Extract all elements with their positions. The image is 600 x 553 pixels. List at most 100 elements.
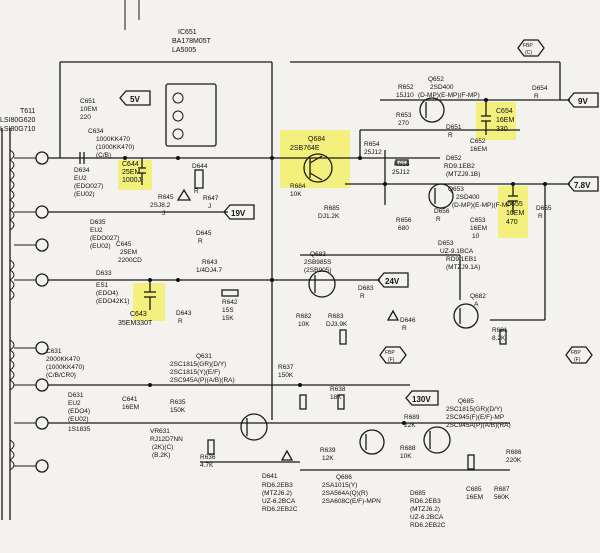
svg-text:Q684: Q684 xyxy=(308,136,325,143)
svg-text:(F): (F) xyxy=(574,357,581,363)
svg-text:(1000KK470): (1000KK470) xyxy=(46,364,84,371)
highlight-c643 xyxy=(133,283,165,321)
svg-text:R647: R647 xyxy=(203,195,219,202)
svg-text:R683: R683 xyxy=(328,313,344,320)
svg-text:1/4DJ4.7: 1/4DJ4.7 xyxy=(196,267,222,274)
label-c644: C644 25EM 1000J xyxy=(122,161,141,184)
label-r637: R637 150K xyxy=(278,364,294,379)
label-c634: C634 1000KK470 (1000KK470) (C/B) xyxy=(88,128,134,159)
label-d683: D683 R xyxy=(358,285,374,300)
passive-symbols xyxy=(79,100,518,470)
svg-text:(EDO4): (EDO4) xyxy=(96,290,118,297)
svg-text:(EU02): (EU02) xyxy=(68,416,89,423)
svg-text:UZ-6.2BCA: UZ-6.2BCA xyxy=(262,498,296,505)
svg-text:RJ12D7NN: RJ12D7NN xyxy=(150,436,183,443)
label-r689: R689 22K xyxy=(404,414,420,429)
svg-text:R685: R685 xyxy=(324,205,340,212)
highlight-c644 xyxy=(118,160,152,190)
svg-text:150K: 150K xyxy=(170,407,186,414)
label-d631: D631 EU2 (EDO4) (EU02) 1S1835 xyxy=(68,392,91,433)
transformer-t611 xyxy=(1,128,15,520)
svg-text:D631: D631 xyxy=(68,392,84,399)
label-r681: R681 8.2K xyxy=(492,327,508,342)
label-q684: Q684 2SB764E xyxy=(290,136,325,152)
svg-text:VR631: VR631 xyxy=(150,428,170,435)
svg-text:16EM: 16EM xyxy=(506,210,524,217)
label-d654: D654 R xyxy=(532,85,548,100)
svg-text:D655: D655 xyxy=(536,205,552,212)
label-c645: C645 25EM 2200CD xyxy=(116,241,142,264)
svg-text:Q686: Q686 xyxy=(336,474,352,481)
transformer-part1: LSI80G620 xyxy=(0,117,36,124)
svg-text:EU2: EU2 xyxy=(74,175,87,182)
svg-text:(B.2K): (B.2K) xyxy=(152,452,170,459)
svg-text:25EM: 25EM xyxy=(120,249,137,256)
transistor-q631 xyxy=(240,413,268,441)
svg-text:D685: D685 xyxy=(410,490,426,497)
label-d655: D655 R xyxy=(536,205,552,220)
svg-text:R: R xyxy=(448,132,453,139)
svg-text:C645: C645 xyxy=(116,241,132,248)
rail-9v: 9V xyxy=(567,92,599,108)
svg-text:2SC1815(GR)(D/Y): 2SC1815(GR)(D/Y) xyxy=(446,406,502,413)
label-r654: R654 25J12 xyxy=(364,141,382,156)
label-q631: Q631 2SC1815(GR)(D/Y) 2SC1815(Y)(E/F) 2S… xyxy=(170,353,235,384)
svg-text:25EM: 25EM xyxy=(122,169,140,176)
svg-text:2SD400: 2SD400 xyxy=(456,194,480,201)
label-r688: R688 10K xyxy=(400,445,416,460)
svg-text:12K: 12K xyxy=(322,455,334,462)
svg-text:UZ-6.2BCA: UZ-6.2BCA xyxy=(410,514,444,521)
svg-text:25J12: 25J12 xyxy=(392,169,410,176)
svg-text:R689: R689 xyxy=(404,414,420,421)
svg-text:R653: R653 xyxy=(396,112,412,119)
svg-text:EU2: EU2 xyxy=(90,227,103,234)
svg-text:5V: 5V xyxy=(130,95,140,104)
label-c643: C643 35EM330T xyxy=(118,311,153,327)
label-c641: C641 16EM xyxy=(122,396,139,411)
svg-text:15S: 15S xyxy=(222,307,234,314)
highlight-q684 xyxy=(280,130,350,188)
svg-text:D651: D651 xyxy=(446,124,462,131)
svg-text:R654: R654 xyxy=(364,141,380,148)
transistor-q684 xyxy=(303,153,333,183)
svg-text:220K: 220K xyxy=(506,457,522,464)
svg-text:D635: D635 xyxy=(90,219,106,226)
svg-text:D643: D643 xyxy=(176,310,192,317)
svg-text:D633: D633 xyxy=(96,270,112,277)
rail-5v: 5V xyxy=(119,90,151,106)
label-r682: R682 10K xyxy=(296,313,312,328)
label-r687: R687 560K xyxy=(494,486,510,501)
svg-text:R: R xyxy=(402,325,407,332)
svg-text:2SB985S: 2SB985S xyxy=(304,259,332,266)
svg-text:RD9.1EB1: RD9.1EB1 xyxy=(446,256,477,263)
svg-text:2SA608C(E/F)-MPN: 2SA608C(E/F)-MPN xyxy=(322,498,381,505)
label-r653: R653 270 xyxy=(396,112,412,127)
svg-text:(F): (F) xyxy=(388,357,395,363)
label-q685: Q685 2SC1815(GR)(D/Y) 2SC945(F)(E/F)-MP … xyxy=(446,398,511,429)
bus-wires xyxy=(48,61,570,471)
svg-text:(MTZJ9.1B): (MTZJ9.1B) xyxy=(446,171,480,178)
label-q652: Q652 2SD400 (D-MP)(E-MP)(F-MP) xyxy=(418,76,480,99)
label-d685: D685 RD6.2EB3 (MTZJ6.2) UZ-6.2BCA RD6.2E… xyxy=(410,490,446,529)
label-r686: R686 220K xyxy=(506,449,522,464)
label-r643: R643 1/4DJ4.7 xyxy=(196,259,222,274)
svg-text:A: A xyxy=(474,301,479,308)
label-d644: D644 R xyxy=(192,163,208,195)
ic651-pin2 xyxy=(172,110,184,122)
svg-text:RD9.1EB2: RD9.1EB2 xyxy=(444,163,475,170)
svg-text:25J12: 25J12 xyxy=(364,149,382,156)
svg-text:330: 330 xyxy=(496,126,508,133)
svg-text:8.2K: 8.2K xyxy=(492,335,506,342)
svg-text:Q631: Q631 xyxy=(196,353,212,360)
label-r638: R638 18K xyxy=(330,386,346,401)
transistor-q683 xyxy=(308,270,336,298)
svg-text:2SB764E: 2SB764E xyxy=(290,145,320,152)
label-r655: R655 25J12 xyxy=(392,161,410,176)
rail-130v: 130V xyxy=(405,390,439,406)
label-c631: C631 2000KK470 (1000KK470) (C/B/CR0) xyxy=(46,348,84,379)
ic651-ref: IC651 xyxy=(178,29,197,36)
svg-text:UZ-9.1BCA: UZ-9.1BCA xyxy=(440,248,474,255)
label-r636: R636 4.7K xyxy=(200,454,216,469)
svg-text:16EM: 16EM xyxy=(496,117,514,124)
svg-text:R: R xyxy=(534,93,539,100)
